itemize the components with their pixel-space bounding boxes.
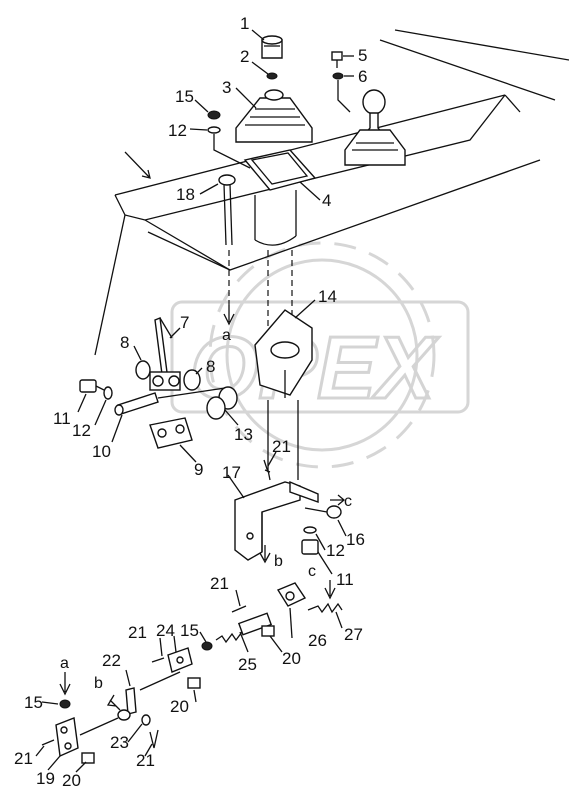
ref-c-top: c xyxy=(344,493,352,510)
callout-21c: 21 xyxy=(128,623,147,642)
callout-1: 1 xyxy=(240,14,249,33)
callout-11b: 11 xyxy=(336,570,354,589)
callout-15a: 15 xyxy=(175,87,194,106)
bolt-5 xyxy=(331,51,343,68)
ref-b-top: b xyxy=(274,553,283,570)
body-pointer-arrow xyxy=(124,151,151,179)
boot-plate xyxy=(243,149,317,191)
callout-4: 4 xyxy=(322,191,331,210)
watermark: OPEX xyxy=(170,241,470,469)
callout-9: 9 xyxy=(194,460,203,479)
pin-21-c xyxy=(41,739,55,746)
callout-16: 16 xyxy=(346,530,365,549)
nut-2 xyxy=(266,72,278,80)
callout-25: 25 xyxy=(238,655,257,674)
bolt-20-bottom xyxy=(81,752,95,764)
callout-21a: 21 xyxy=(272,437,291,456)
callout-21b: 21 xyxy=(210,574,229,593)
washer-12-right xyxy=(303,526,317,534)
callout-26: 26 xyxy=(308,631,327,650)
callout-7: 7 xyxy=(180,313,189,332)
callout-17: 17 xyxy=(222,463,241,482)
bolt-20-mid xyxy=(261,625,275,637)
callout-10: 10 xyxy=(92,442,111,461)
pin-21-b xyxy=(151,657,165,663)
callout-8b: 8 xyxy=(206,357,215,376)
washer-12-left xyxy=(103,386,113,400)
callout-21e: 21 xyxy=(136,751,155,770)
cotter-21 xyxy=(149,729,159,749)
callout-5: 5 xyxy=(358,46,367,65)
bracket-17 xyxy=(234,480,319,561)
washer-23 xyxy=(141,714,151,726)
clevis-19 xyxy=(55,717,79,758)
bolt-18 xyxy=(218,174,236,246)
callout-8a: 8 xyxy=(120,333,129,352)
pin-21-a xyxy=(231,605,247,613)
callout-18: 18 xyxy=(176,185,195,204)
ref-a-bottom: a xyxy=(60,655,69,672)
bushing-8-left xyxy=(135,360,151,380)
block-assembly xyxy=(149,371,181,391)
nut-11-right xyxy=(301,539,319,555)
callout-20c: 20 xyxy=(62,771,81,790)
callout-11a: 11 xyxy=(53,409,71,428)
callout-3: 3 xyxy=(222,78,231,97)
background-joystick xyxy=(344,89,406,166)
callout-2: 2 xyxy=(240,47,249,66)
washer-12-top xyxy=(207,126,221,134)
callout-24: 24 xyxy=(156,621,175,640)
nut-15-top xyxy=(207,110,221,120)
callout-20a: 20 xyxy=(282,649,301,668)
ref-a-top: a xyxy=(222,327,231,344)
nut-15-mid xyxy=(201,641,213,651)
rod-25 xyxy=(215,612,273,644)
shaft-10 xyxy=(114,392,159,416)
callout-14: 14 xyxy=(318,287,337,306)
callout-15c: 15 xyxy=(24,693,43,712)
rubber-boot xyxy=(235,89,313,143)
bolt-16 xyxy=(304,505,342,519)
cab-body xyxy=(94,29,569,356)
pivot-26 xyxy=(276,582,307,607)
callout-12b: 12 xyxy=(72,421,91,440)
clevis-24 xyxy=(167,647,193,673)
leader-lines xyxy=(35,29,354,773)
reference-letters: a a b b c c xyxy=(60,327,352,692)
bracket-14 xyxy=(254,309,313,398)
washer-6 xyxy=(332,72,344,80)
pin-21-top xyxy=(263,459,269,473)
callout-13: 13 xyxy=(234,425,253,444)
callout-19: 19 xyxy=(36,769,55,788)
ref-c-bottom: c xyxy=(308,563,316,580)
callouts: 1 2 3 4 5 6 7 8 8 9 10 11 11 12 12 12 13… xyxy=(14,14,367,790)
nut-15-bottom xyxy=(59,699,71,709)
bracket-9 xyxy=(149,417,193,449)
callout-20b: 20 xyxy=(170,697,189,716)
callout-12a: 12 xyxy=(168,121,187,140)
callout-27: 27 xyxy=(344,625,363,644)
callout-15b: 15 xyxy=(180,621,199,640)
bolt-20-left xyxy=(187,677,201,689)
callout-21d: 21 xyxy=(14,749,33,768)
callout-6: 6 xyxy=(358,67,367,86)
spring-27 xyxy=(307,602,343,614)
callout-22: 22 xyxy=(102,651,121,670)
bushing-8-right xyxy=(183,369,201,391)
ref-b-bottom: b xyxy=(94,675,103,692)
lever-22 xyxy=(117,687,137,721)
callout-12c: 12 xyxy=(326,541,345,560)
watermark-gear xyxy=(170,241,470,469)
lever-housing xyxy=(254,190,297,246)
lever-knob xyxy=(261,35,283,59)
bushing-13b xyxy=(206,396,226,420)
callout-23: 23 xyxy=(110,733,129,752)
bolt-11-left xyxy=(79,379,105,393)
